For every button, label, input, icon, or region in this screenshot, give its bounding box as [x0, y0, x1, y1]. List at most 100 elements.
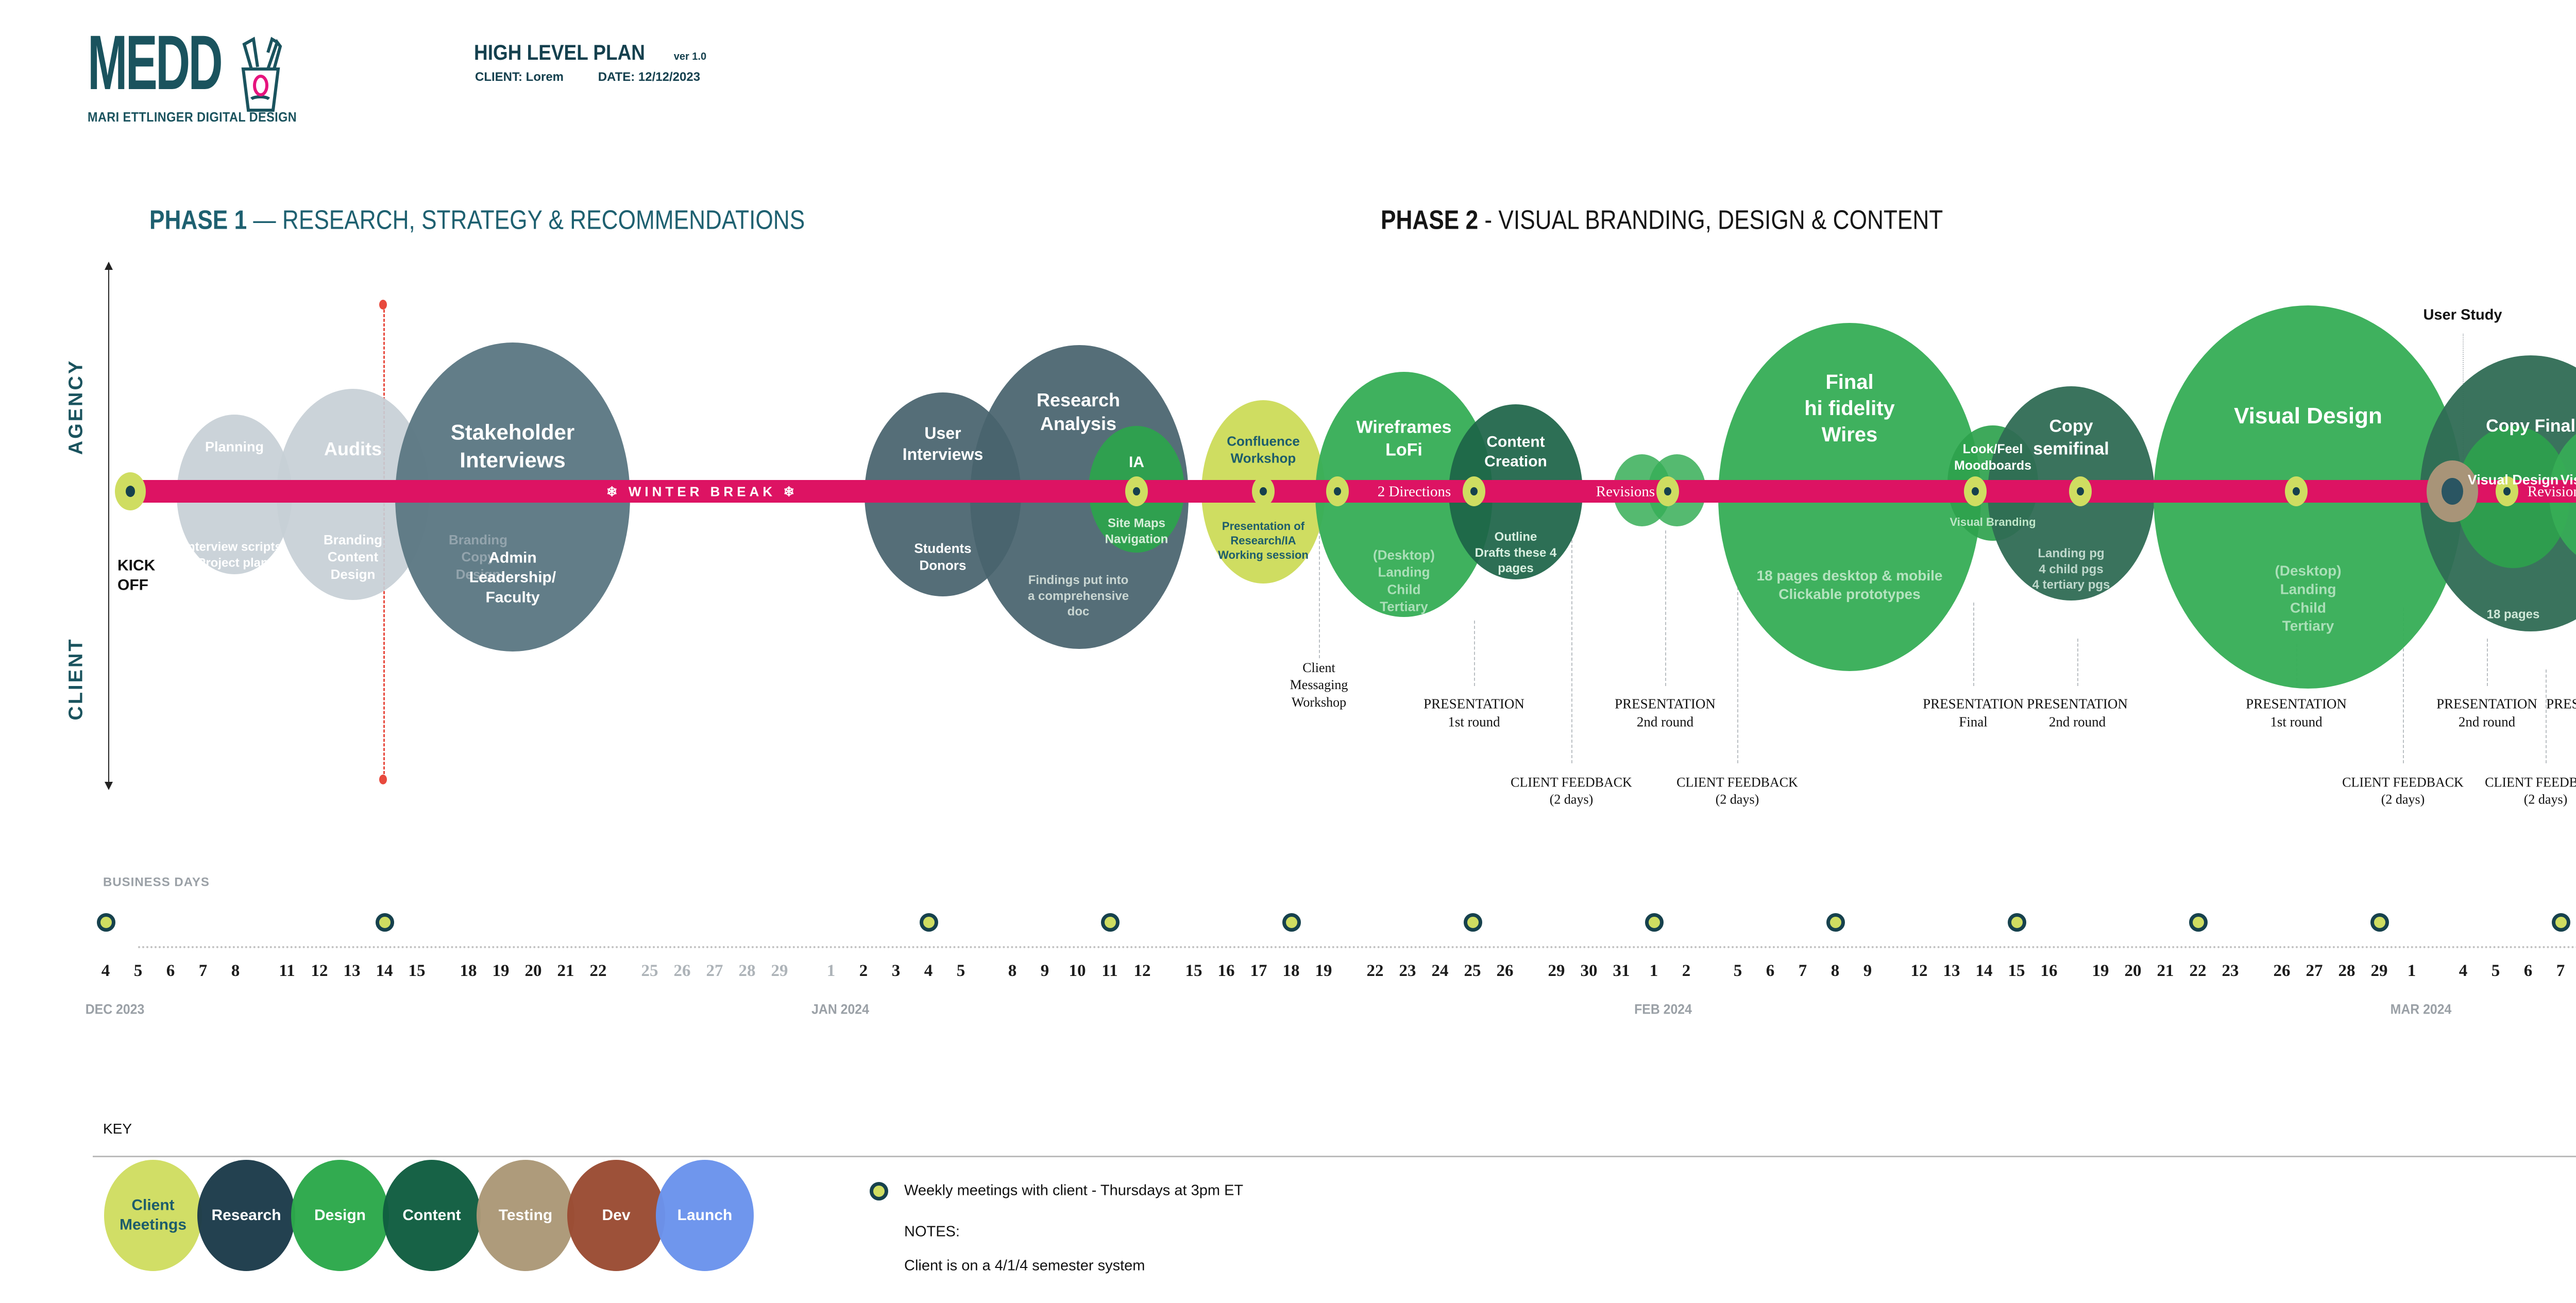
user-study-marker-core — [2442, 478, 2463, 505]
connector-presentation-4 — [2077, 639, 2078, 686]
day-number: 8 — [1008, 961, 1017, 980]
bar-milestone-dot-5-core — [1664, 487, 1671, 496]
logo-tagline: MARI ETTLINGER DIGITAL DESIGN — [88, 109, 297, 125]
agency-label: AGENCY — [65, 358, 87, 455]
day-number: 23 — [2222, 961, 2239, 980]
day-number: 28 — [738, 961, 756, 980]
wireframes-sub: (Desktop) Landing Child Tertiary — [1373, 547, 1435, 614]
day-number: 27 — [706, 961, 723, 980]
look-feel-label: Look/Feel Moodboards — [1954, 442, 2031, 473]
doc-version: ver 1.0 — [673, 51, 707, 62]
day-number: 7 — [2556, 961, 2565, 980]
day-number: 5 — [2491, 961, 2500, 980]
presentation-6: PRESENTATION 2nd round — [2436, 696, 2537, 729]
visual-design-small-1-sub: 18 pages — [2486, 607, 2540, 622]
weekly-meeting-dot — [97, 913, 115, 932]
confluence-label: Confluence Workshop — [1227, 433, 1300, 466]
connector-presentation-2 — [1665, 530, 1666, 686]
audits-sub: Branding Content Design — [323, 532, 383, 582]
key-dev-label: Dev — [602, 1206, 631, 1224]
day-number: 6 — [1766, 961, 1775, 980]
business-days-dotted-line — [138, 946, 2576, 948]
phase-2-title-rest: - VISUAL BRANDING, DESIGN & CONTENT — [1478, 205, 1943, 235]
key-client-meetings — [104, 1160, 202, 1271]
connector-presentation-1 — [1474, 621, 1475, 686]
day-number: 7 — [198, 961, 208, 980]
research-analysis-sub: Findings put into a comprehensive doc — [1027, 573, 1129, 619]
month-label: JAN 2024 — [811, 1001, 869, 1017]
weekly-meeting-dot — [1101, 913, 1120, 932]
day-number: 1 — [826, 961, 836, 980]
axis-arrow-up — [105, 262, 113, 270]
day-number: 22 — [1366, 961, 1384, 980]
key-research-label: Research — [211, 1206, 281, 1224]
day-number: 29 — [771, 961, 788, 980]
presentation-4: PRESENTATION 2nd round — [2027, 696, 2128, 729]
day-number: 1 — [1649, 961, 1658, 980]
kickoff-milestone-dot-core — [126, 486, 135, 497]
key-divider — [93, 1156, 2576, 1157]
key-dev — [567, 1160, 665, 1271]
day-number: 11 — [1101, 961, 1118, 980]
bar-milestone-dot-8-core — [2293, 487, 2300, 496]
day-number: 21 — [557, 961, 574, 980]
connector-feedback-3 — [2403, 608, 2404, 763]
phase-1-title-bold: PHASE 1 — [149, 205, 247, 235]
notes-label: NOTES: — [904, 1223, 960, 1240]
key-content-label: Content — [402, 1206, 461, 1224]
semester-note: Client is on a 4/1/4 semester system — [904, 1257, 1145, 1274]
day-number: 25 — [641, 961, 658, 980]
day-number: 26 — [1496, 961, 1514, 980]
weekly-meeting-dot — [1645, 913, 1664, 932]
weekly-meeting-dot-icon — [870, 1182, 888, 1201]
day-number: 13 — [1943, 961, 1960, 980]
phase-1-title-rest: — RESEARCH, STRATEGY & RECOMMENDATIONS — [247, 205, 805, 235]
weekly-meeting-dot — [2008, 913, 2026, 932]
doc-title-row: HIGH LEVEL PLAN ver 1.0 — [474, 40, 706, 65]
day-number: 18 — [460, 961, 477, 980]
logo: MEDD — [88, 24, 303, 101]
weekly-meeting-dot — [1282, 913, 1301, 932]
day-number: 5 — [956, 961, 965, 980]
day-number: 24 — [1431, 961, 1449, 980]
presentation-3: PRESENTATION Final — [1923, 696, 2024, 729]
presentation-2: PRESENTATION 2nd round — [1615, 696, 1716, 729]
day-number: 14 — [376, 961, 393, 980]
user-study-label: User Study — [2423, 306, 2502, 323]
day-number: 16 — [1217, 961, 1235, 980]
day-number: 12 — [311, 961, 328, 980]
day-number: 19 — [492, 961, 510, 980]
bar-milestone-dot-6-core — [1972, 487, 1979, 496]
day-number: 29 — [2370, 961, 2388, 980]
day-number: 20 — [524, 961, 542, 980]
doc-title: HIGH LEVEL PLAN — [474, 40, 645, 64]
winter-break-label: ❄ WINTER BREAK ❄ — [606, 484, 799, 500]
content-creation-sub: Outline Drafts these 4 pages — [1475, 529, 1557, 576]
bar-milestone-dot-7-core — [2077, 487, 2084, 496]
month-label: FEB 2024 — [1634, 1001, 1692, 1017]
client-feedback-1: CLIENT FEEDBACK (2 days) — [1511, 775, 1632, 807]
client-feedback-2: CLIENT FEEDBACK (2 days) — [1676, 775, 1798, 807]
day-number: 16 — [2040, 961, 2058, 980]
stakeholder-label: Stakeholder Interviews — [450, 420, 575, 472]
client-field-value: Lorem — [526, 70, 564, 84]
bar-milestone-dot-9-core — [2503, 487, 2511, 496]
day-number: 22 — [589, 961, 607, 980]
user-interviews-label: User Interviews — [902, 424, 984, 464]
weekly-meeting-dot — [1464, 913, 1482, 932]
kick-off-label: KICK OFF — [117, 557, 156, 594]
day-number: 5 — [1733, 961, 1742, 980]
connector-feedback-1 — [1571, 535, 1572, 763]
revisions-label-1: Revisions — [1596, 483, 1655, 500]
weekly-meeting-dot — [920, 913, 938, 932]
day-number: 14 — [1975, 961, 1993, 980]
confluence-sub: Presentation of Research/IA Working sess… — [1218, 519, 1309, 562]
day-number: 17 — [1250, 961, 1267, 980]
business-days-label: BUSINESS DAYS — [103, 875, 210, 889]
day-number: 3 — [891, 961, 901, 980]
ia-sub: Site Maps Navigation — [1105, 516, 1168, 546]
day-number: 13 — [343, 961, 361, 980]
visual-design-label: Visual Design — [2234, 403, 2382, 428]
day-number: 18 — [1282, 961, 1300, 980]
day-number: 4 — [2459, 961, 2468, 980]
